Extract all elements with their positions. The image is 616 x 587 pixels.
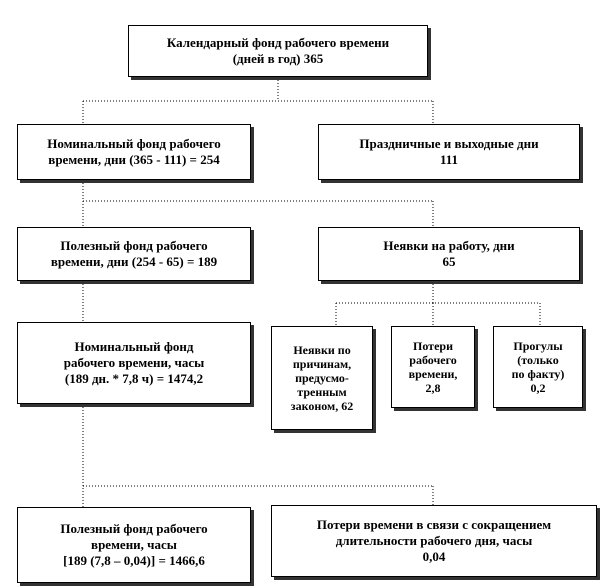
work-time-loss-box-line-3: времени,	[408, 367, 458, 381]
useful-fund-hours-box-line-3: [189 (7,8 – 0,04)] = 1466,6	[63, 553, 205, 568]
absence-by-law-box-line-4: тренным	[297, 385, 347, 399]
shortened-day-loss-box-line-1: Потери времени в связи с сокращением	[316, 517, 552, 532]
absence-by-law-box-line-2: причинам,	[292, 357, 352, 371]
truancy-box-line-4: 0,2	[530, 381, 546, 395]
absence-by-law-box-line-3: предусмо-	[295, 371, 349, 385]
calendar-fund-box: Календарный фонд рабочего времени(дней в…	[128, 25, 428, 77]
absences-box-line-2: 65	[442, 254, 456, 269]
work-time-loss-box-line-2: рабочего	[409, 353, 457, 367]
nominal-fund-hours-box-line-1: Номинальный фонд	[74, 339, 194, 354]
truancy-box-line-1: Прогулы	[513, 339, 563, 353]
calendar-fund-box-line-1: Календарный фонд рабочего времени	[166, 35, 390, 50]
useful-fund-hours-box-line-2: времени, часы	[91, 537, 177, 552]
nominal-fund-days-box-line-1: Номинальный фонд рабочего	[47, 136, 221, 151]
useful-fund-days-box-line-2: времени, дни (254 - 65) = 189	[50, 254, 218, 269]
work-time-loss-box-line-4: 2,8	[425, 381, 441, 395]
holidays-weekends-box-line-1: Праздничные и выходные дни	[359, 136, 539, 151]
truancy-box-line-2: (только	[517, 353, 559, 367]
absence-by-law-box-line-5: законом, 62	[290, 399, 354, 413]
nominal-fund-days-box-line-2: времени, дни (365 - 111) = 254	[48, 152, 220, 167]
truancy-box-line-3: по факту)	[511, 367, 565, 381]
shortened-day-loss-box-line-2: длительности рабочего дня, часы	[335, 533, 533, 548]
work-time-loss-box-line-1: Потери	[413, 339, 453, 353]
useful-fund-days-box-line-1: Полезный фонд рабочего	[60, 238, 208, 253]
nominal-fund-hours-box-line-3: (189 дн. * 7,8 ч) = 1474,2	[64, 371, 204, 386]
nominal-fund-hours-box-line-2: рабочего времени, часы	[63, 355, 205, 370]
useful-fund-hours-box-line-1: Полезный фонд рабочего	[60, 521, 208, 536]
calendar-fund-box-line-2: (дней в год) 365	[232, 51, 324, 66]
shortened-day-loss-box-line-3: 0,04	[422, 549, 446, 564]
absences-box-line-1: Неявки на работу, дни	[383, 238, 515, 253]
absence-by-law-box-line-1: Неявки по	[293, 343, 351, 357]
holidays-weekends-box-line-2: 111	[439, 152, 459, 167]
